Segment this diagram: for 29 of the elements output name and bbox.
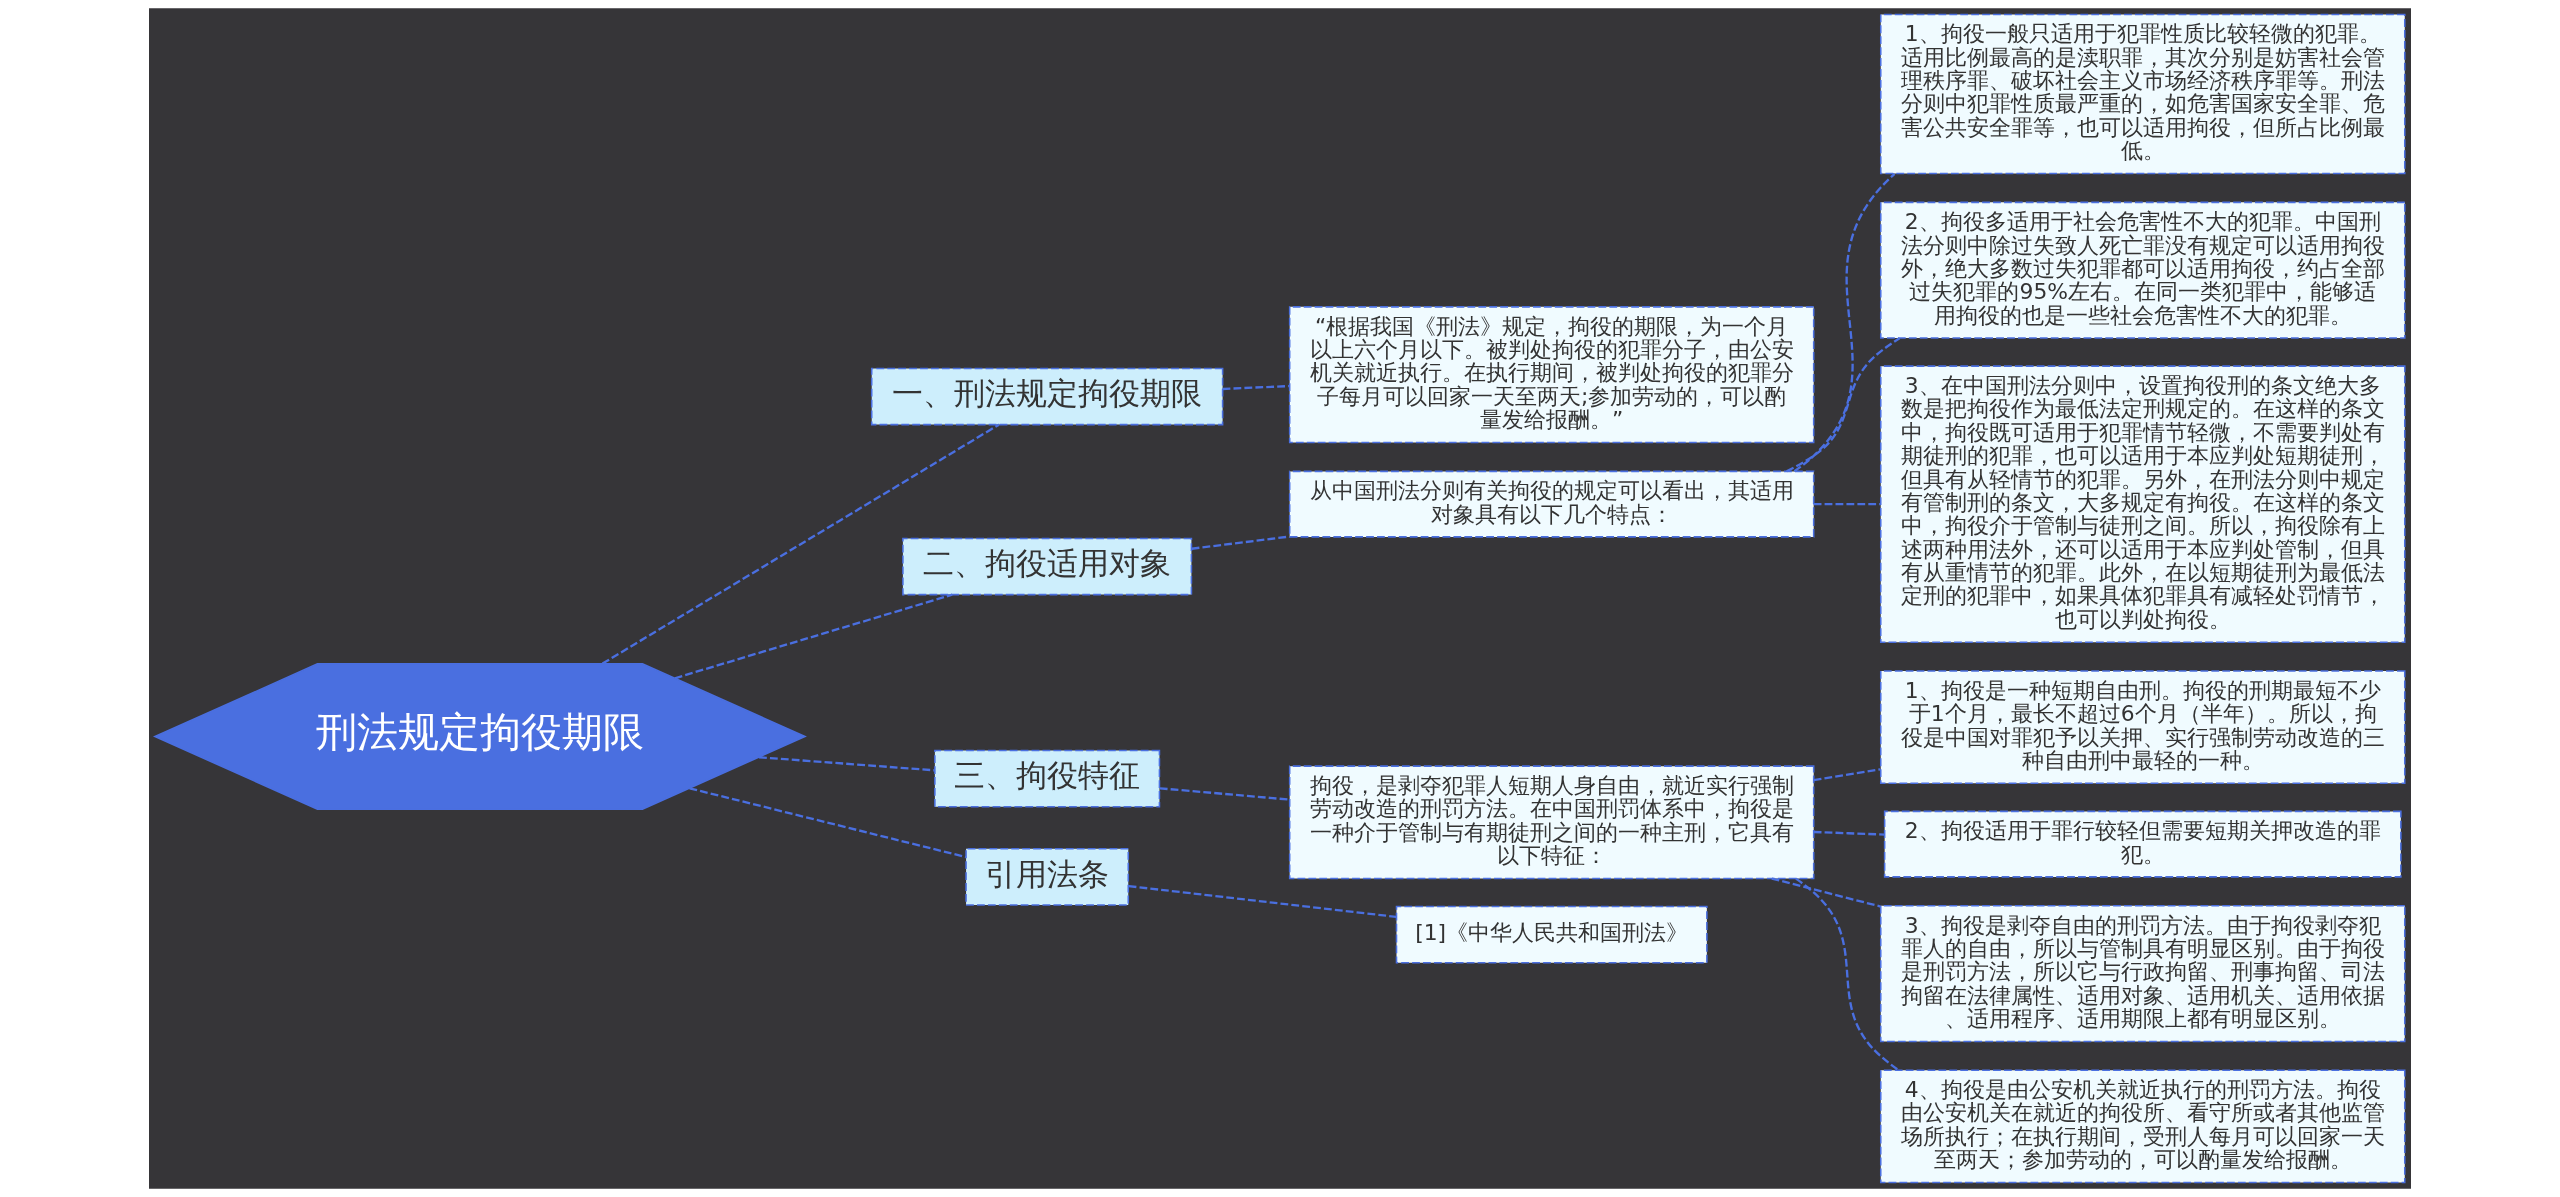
connector xyxy=(1795,877,1900,1072)
connector xyxy=(1159,787,1290,801)
connector xyxy=(1813,768,1881,782)
node-box: 二、拘役适用对象 xyxy=(902,537,1193,596)
connector xyxy=(1771,877,1881,908)
node-box: 3、拘役是剥夺自由的刑罚方法。由于拘役剥夺犯罪人的自由，所以与管制具有明显区别。由于拘役是刑罚方法，所以它与行政拘留、刑事拘留、司法拘留在法律属性、适用对象、适用机关、适用依据、适用程序、适用期限上都有明显区别。 xyxy=(1879,904,2406,1043)
node-box: 拘役，是剥夺犯罪人短期人身自由，就近实行强制劳动改造的刑罚方法。在中国刑罚体系中，拘役是一种介于管制与有期徒刑之间的一种主刑，它具有以下特征： xyxy=(1288,765,1815,880)
node-box: 引用法条 xyxy=(965,848,1130,906)
node-box: 4、拘役是由公安机关就近执行的刑罚方法。拘役由公安机关在就近的拘役所、看守所或者其他监管场所执行；在执行期间，受刑人每月可以回家一天至两天；参加劳动的，可以酌量发给报酬。 xyxy=(1879,1069,2406,1184)
connector xyxy=(674,593,953,680)
node-box: 2、拘役多适用于社会危害性不大的犯罪。中国刑法分则中除过失致人死亡罪没有规定可以适用拘役外，绝大多数过失犯罪都可以适用拘役，约占全部过失犯罪的95%左右。在同一类犯罪中，能够适用拘役的也是一些社会危害性不大的犯罪。 xyxy=(1879,201,2406,339)
node-box: 一、刑法规定拘役期限 xyxy=(870,367,1224,426)
node-box: 1、拘役一般只适用于犯罪性质比较轻微的犯罪。适用比例最高的是渎职罪，其次分别是妨害社会管理秩序罪、破坏社会主义市场经济秩序罪等。刑法分则中犯罪性质最严重的，如危害国家安全罪、危害公共安全罪等，也可以适用拘役，但所占比例最低。 xyxy=(1879,13,2406,175)
connector xyxy=(1786,337,1901,473)
node-box: [1]《中华人民共和国刑法》 xyxy=(1395,905,1708,964)
node-box: 三、拘役特征 xyxy=(934,749,1161,808)
connector xyxy=(1128,884,1397,918)
connector xyxy=(1813,502,1881,506)
connector xyxy=(601,423,1000,665)
connector xyxy=(689,787,967,859)
connector xyxy=(1813,830,1885,836)
connector xyxy=(1222,384,1290,391)
node-box: 2、拘役适用于罪行较轻但需要短期关押改造的罪犯。 xyxy=(1883,810,2402,878)
node-box: 3、在中国刑法分则中，设置拘役刑的条文绝大多数是把拘役作为最低法定刑规定的。在这样的条文中，拘役既可适用于犯罪情节轻微，不需要判处有期徒刑的犯罪，也可以适用于本应判处短期徒刑，但具有从轻情节的犯罪。另外，在刑法分则中规定有管制刑的条文，大多规定有拘役。在这样的条文中，拘役介于管制与徒刑之间。所以，拘役除有上述两种用法外，还可以适用于本应判处管制，但具有从重情节的犯罪。此外，在以短期徒刑为最低法定刑的犯罪中，如果具体犯罪具有减轻处罚情节，也可以判处拘役。 xyxy=(1879,365,2406,643)
node-box: “根据我国《刑法》规定，拘役的期限，为一个月以上六个月以下。被判处拘役的犯罪分子，由公安机关就近执行。在执行期间，被判处拘役的犯罪分子每月可以回家一天至两天;参加劳动的，可以酌量发给报酬。” xyxy=(1288,306,1815,444)
node-box: 1、拘役是一种短期自由刑。拘役的刑期最短不少于1个月，最长不超过6个月（半年）。所以，拘役是中国对罪犯予以关押、实行强制劳动改造的三种自由刑中最轻的一种。 xyxy=(1879,670,2406,785)
connector xyxy=(758,756,935,772)
connector xyxy=(1793,173,1896,473)
node-box: 从中国刑法分则有关拘役的规定可以看出，其适用对象具有以下几个特点： xyxy=(1288,470,1815,538)
